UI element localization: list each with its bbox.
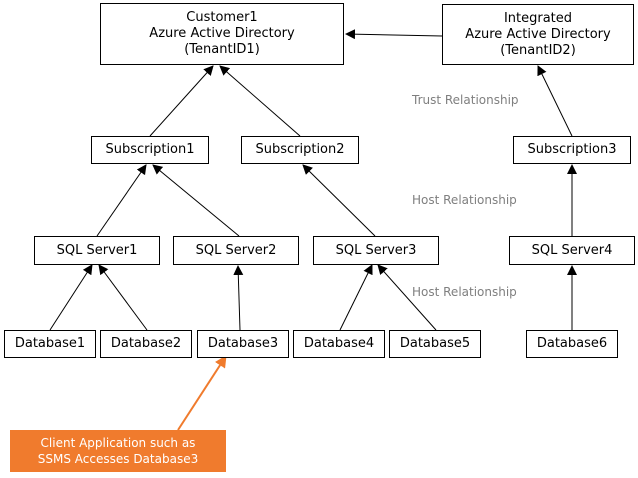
subscription2-box: Subscription2 [241, 136, 359, 164]
sql-server2-box: SQL Server2 [173, 236, 299, 265]
edge-integrated-to-customer [345, 29, 443, 40]
database4-box: Database4 [293, 330, 385, 358]
edge-database2-to-sqlserver1 [98, 264, 148, 331]
client-application-box: Client Application such as SSMS Accesses… [10, 430, 226, 472]
edge-database1-to-sqlserver1 [49, 264, 93, 331]
subscription3-box: Subscription3 [513, 136, 631, 164]
edge-database3-to-sqlserver2 [233, 265, 244, 331]
integrated-aad-box: Integrated Azure Active Directory (Tenan… [442, 4, 634, 65]
host-relationship-label-upper: Host Relationship [412, 193, 517, 207]
subscription1-box: Subscription1 [91, 136, 209, 164]
edge-client-to-database3 [177, 355, 227, 431]
database6-box: Database6 [526, 330, 618, 358]
edge-sqlserver3-to-subscription2 [302, 164, 376, 237]
edge-database5-to-sqlserver3 [377, 264, 437, 331]
edge-sqlserver2-to-subscription1 [152, 164, 240, 237]
database3-box: Database3 [197, 330, 289, 358]
edge-subscription2-to-customer [219, 65, 301, 137]
customer-aad-box: Customer1 Azure Active Directory (Tenant… [100, 3, 344, 65]
sql-server3-box: SQL Server3 [313, 236, 439, 265]
sql-server4-box: SQL Server4 [509, 236, 635, 265]
host-relationship-label-lower: Host Relationship [412, 285, 517, 299]
sql-server1-box: SQL Server1 [34, 236, 160, 265]
database5-box: Database5 [389, 330, 481, 358]
database1-box: Database1 [4, 330, 96, 358]
database2-box: Database2 [100, 330, 192, 358]
edge-subscription1-to-customer [149, 65, 214, 137]
edge-sqlserver1-to-subscription1 [96, 164, 147, 237]
edge-subscription3-to-integrated [537, 65, 573, 137]
edge-database4-to-sqlserver3 [339, 264, 373, 331]
trust-relationship-label: Trust Relationship [412, 93, 519, 107]
